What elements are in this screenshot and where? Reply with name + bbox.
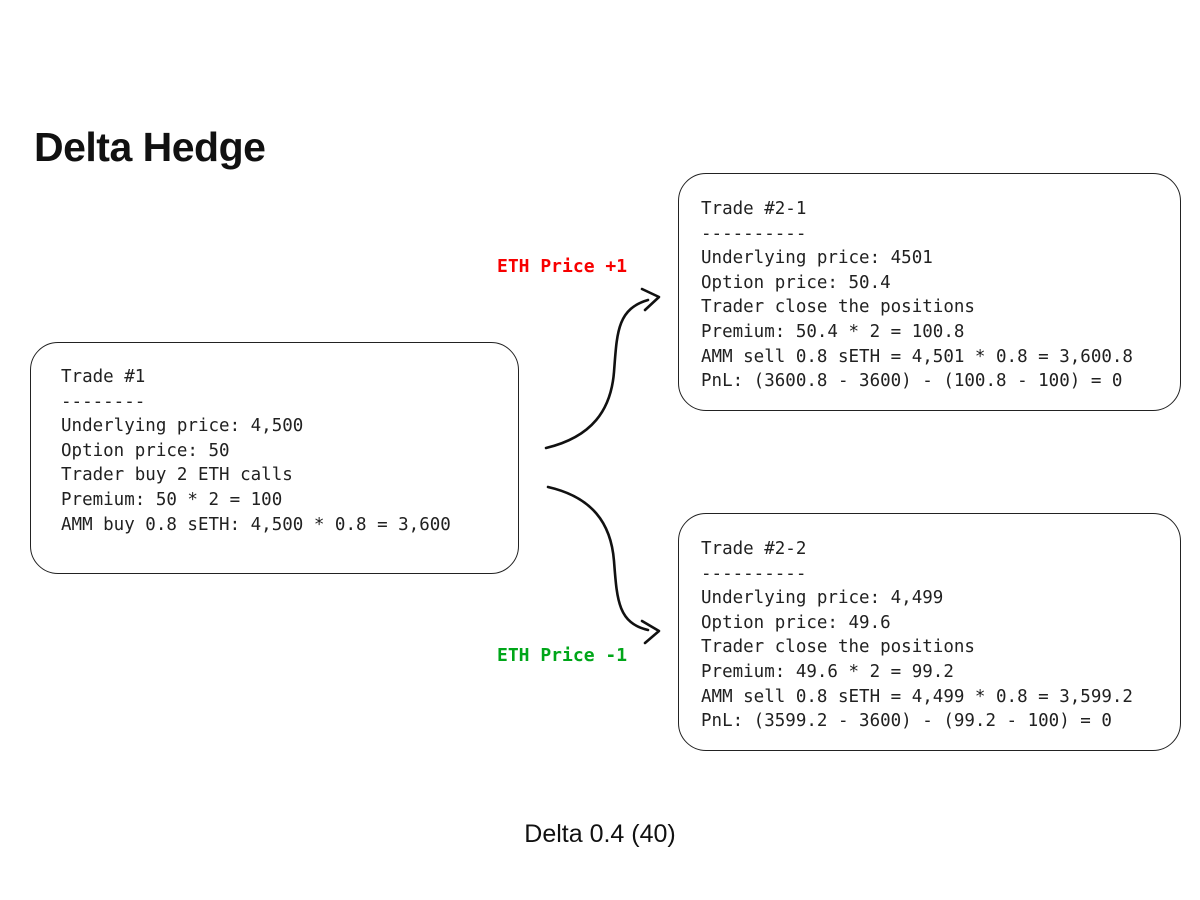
code-line: AMM buy 0.8 sETH: 4,500 * 0.8 = 3,600	[61, 514, 451, 535]
code-line: Premium: 49.6 * 2 = 99.2	[701, 661, 954, 682]
down-arrow	[546, 485, 650, 632]
up-arrow	[544, 298, 650, 450]
code-line: Trader close the positions	[701, 297, 975, 318]
code-line: Trader close the positions	[701, 637, 975, 658]
code-line: --------	[61, 391, 146, 412]
code-line: Trade #2-2	[701, 539, 807, 559]
code-line: AMM sell 0.8 sETH = 4,501 * 0.8 = 3,600.…	[701, 346, 1133, 367]
page-title: Delta Hedge	[34, 124, 266, 170]
code-line: ----------	[701, 223, 807, 244]
trade-2-2-box: Trade #2-2 ---------- Underlying price: 4,…	[678, 513, 1181, 751]
up-arrow-head	[640, 287, 661, 312]
code-line: Option price: 49.6	[701, 612, 891, 633]
code-line: Premium: 50 * 2 = 100	[61, 489, 283, 510]
eth-price-up-label: ETH Price +1	[497, 256, 628, 277]
code-line: Option price: 50	[61, 440, 230, 461]
code-line: Premium: 50.4 * 2 = 100.8	[701, 321, 965, 342]
code-line: Underlying price: 4,500	[61, 416, 304, 437]
trade-2-1-box: Trade #2-1 ---------- Underlying price: 45…	[678, 173, 1181, 411]
trade-2-2-text: Trade #2-2 ---------- Underlying price: 4,…	[701, 537, 1170, 734]
code-line: PnL: (3600.8 - 3600) - (100.8 - 100) = 0	[701, 371, 1123, 392]
code-line: Underlying price: 4501	[701, 248, 933, 269]
code-line: Trader buy 2 ETH calls	[61, 465, 293, 486]
code-line: Underlying price: 4,499	[701, 588, 944, 609]
trade-2-1-text: Trade #2-1 ---------- Underlying price: 45…	[701, 197, 1170, 394]
code-line: Trade #1	[61, 367, 146, 387]
code-line: Trade #2-1	[701, 199, 807, 219]
code-line: PnL: (3599.2 - 3600) - (99.2 - 100) = 0	[701, 711, 1112, 732]
code-line: Option price: 50.4	[701, 272, 891, 293]
code-line: AMM sell 0.8 sETH = 4,499 * 0.8 = 3,599.…	[701, 686, 1133, 707]
code-line: ----------	[701, 563, 807, 584]
eth-price-down-label: ETH Price -1	[497, 645, 628, 666]
down-arrow-head	[640, 619, 661, 645]
caption: Delta 0.4 (40)	[524, 820, 676, 848]
